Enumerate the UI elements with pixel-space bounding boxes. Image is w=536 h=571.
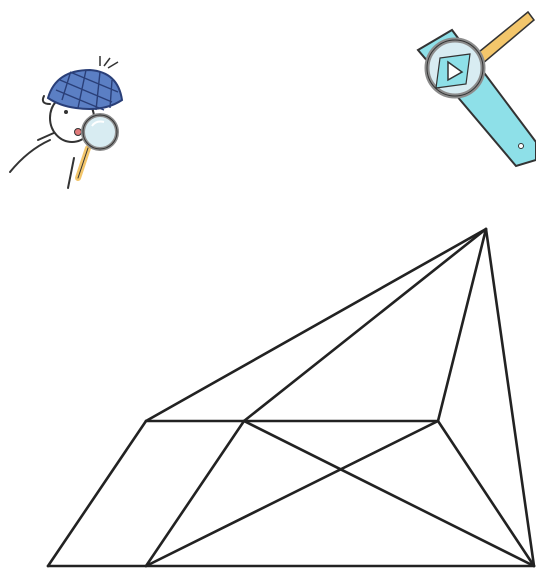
figure-segment — [48, 421, 146, 566]
figure-segment — [244, 421, 534, 566]
figure-segment — [438, 229, 486, 421]
figure-segment — [146, 421, 244, 566]
figure-segment — [146, 421, 438, 566]
figure-segment — [486, 229, 534, 566]
magnifier-over-device-icon — [418, 12, 536, 166]
detective-with-magnifier-icon — [10, 56, 122, 188]
figure-segment — [438, 421, 534, 566]
figure-segment — [244, 229, 486, 421]
geometric-figure — [48, 229, 534, 566]
figure-segment — [146, 229, 486, 421]
